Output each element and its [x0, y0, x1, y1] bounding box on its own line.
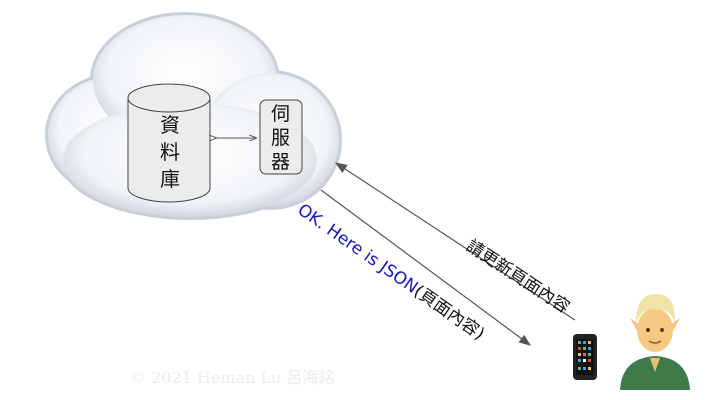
database-cylinder	[127, 83, 211, 203]
database-char: 資	[160, 113, 180, 137]
phone-icon	[573, 334, 597, 380]
response-arrow	[320, 189, 531, 346]
server-label: 伺 服 器	[271, 102, 290, 174]
request-arrow	[334, 162, 576, 321]
server-char: 伺	[271, 103, 291, 125]
server-char: 服	[271, 127, 291, 149]
database-char: 庫	[160, 167, 180, 191]
server-box	[259, 99, 303, 175]
server-char: 器	[271, 151, 291, 173]
database-char: 料	[160, 140, 180, 164]
watermark: © 2021 Heman Lu 呂海銘	[130, 368, 335, 387]
elf-icon	[620, 294, 690, 390]
database-label: 資 料 庫	[160, 112, 180, 193]
